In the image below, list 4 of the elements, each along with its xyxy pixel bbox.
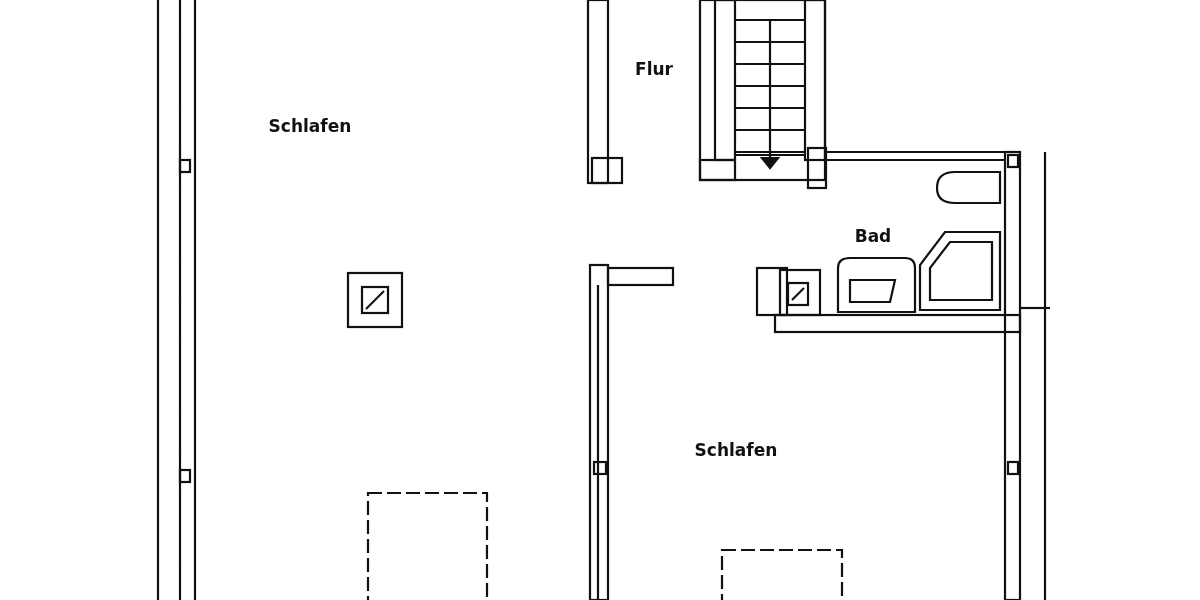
room-label: Flur — [635, 59, 673, 79]
room-label: Bad — [854, 226, 892, 246]
room-label: Schlafen — [694, 440, 778, 460]
room-label: Schlafen — [268, 116, 352, 136]
